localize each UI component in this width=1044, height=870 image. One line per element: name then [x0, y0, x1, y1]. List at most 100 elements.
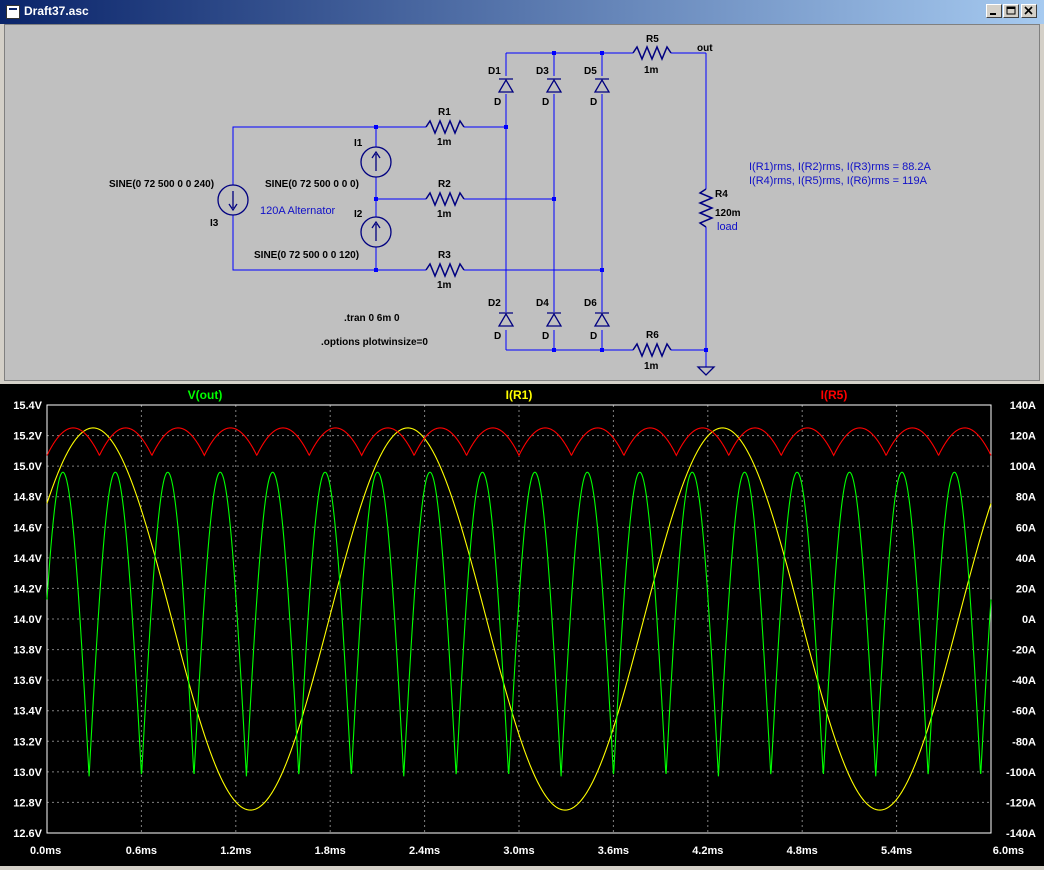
d5-model: D: [590, 97, 597, 108]
right-tick-label: 60A: [1016, 522, 1036, 534]
schematic-editor[interactable]: R1 1m R2 1m R3 1m R5 1m R6 1m R4 120m lo…: [4, 24, 1040, 381]
left-axis-labels: 15.4V15.2V15.0V14.8V14.6V14.4V14.2V14.0V…: [13, 400, 42, 840]
alternator-label: 120A Alternator: [260, 205, 336, 217]
legend-label[interactable]: I(R5): [821, 388, 848, 402]
right-tick-label: -100A: [1006, 767, 1036, 779]
tran-directive[interactable]: .tran 0 6m 0: [344, 313, 400, 324]
x-tick-label: 0.0ms: [30, 845, 61, 857]
left-tick-label: 13.6V: [13, 675, 42, 687]
right-tick-label: 140A: [1010, 400, 1036, 412]
x-tick-label: 4.2ms: [692, 845, 723, 857]
d2-name: D2: [488, 298, 501, 309]
r4-value: 120m: [715, 208, 741, 219]
x-tick-label: 1.2ms: [220, 845, 251, 857]
r1-name: R1: [438, 107, 451, 118]
left-tick-label: 15.0V: [13, 461, 42, 473]
d6-name: D6: [584, 298, 597, 309]
current-source-i1[interactable]: [360, 146, 392, 178]
minimize-button[interactable]: [986, 4, 1002, 18]
maximize-icon: [1006, 6, 1016, 15]
resistor-r1[interactable]: [425, 119, 465, 135]
x-tick-label: 6.0ms: [993, 845, 1024, 857]
maximize-button[interactable]: [1003, 4, 1019, 18]
resistor-r3[interactable]: [425, 262, 465, 278]
diode-d4[interactable]: [545, 312, 563, 327]
i3-value: SINE(0 72 500 0 0 240): [109, 179, 214, 190]
i2-value: SINE(0 72 500 0 0 120): [254, 250, 359, 261]
legend-label[interactable]: I(R1): [506, 388, 533, 402]
waveform-canvas[interactable]: 15.4V15.2V15.0V14.8V14.6V14.4V14.2V14.0V…: [0, 384, 1044, 866]
diode-d2[interactable]: [497, 312, 515, 327]
x-tick-label: 5.4ms: [881, 845, 912, 857]
diode-d5[interactable]: [593, 78, 611, 93]
schematic-canvas[interactable]: R1 1m R2 1m R3 1m R5 1m R6 1m R4 120m lo…: [5, 25, 1039, 380]
plot-traces: [46, 427, 992, 811]
left-tick-label: 13.2V: [13, 736, 42, 748]
right-tick-label: 20A: [1016, 583, 1036, 595]
close-button[interactable]: [1021, 4, 1037, 18]
i1-value: SINE(0 72 500 0 0 0): [265, 179, 359, 190]
current-source-i2[interactable]: [360, 216, 392, 248]
r2-value: 1m: [437, 209, 452, 220]
right-tick-label: -60A: [1012, 706, 1036, 718]
ground-icon[interactable]: [696, 366, 716, 376]
r5-value: 1m: [644, 65, 659, 76]
diode-d1[interactable]: [497, 78, 515, 93]
current-source-i3[interactable]: [217, 184, 249, 216]
x-tick-label: 4.8ms: [787, 845, 818, 857]
resistor-r6[interactable]: [632, 342, 672, 358]
r6-name: R6: [646, 330, 659, 341]
d2-model: D: [494, 331, 501, 342]
legend-label[interactable]: V(out): [188, 388, 223, 402]
d5-name: D5: [584, 66, 597, 77]
junction-dots: [374, 51, 708, 352]
minimize-icon: [990, 13, 996, 15]
left-tick-label: 15.4V: [13, 400, 42, 412]
left-tick-label: 14.8V: [13, 492, 42, 504]
i2-name: I2: [354, 209, 363, 220]
right-tick-label: 40A: [1016, 553, 1036, 565]
d4-name: D4: [536, 298, 549, 309]
x-tick-label: 2.4ms: [409, 845, 440, 857]
window-titlebar[interactable]: Draft37.asc: [0, 0, 1044, 24]
right-tick-label: -120A: [1006, 797, 1036, 809]
trace-v-out: [46, 471, 992, 777]
diode-d6[interactable]: [593, 312, 611, 327]
d1-model: D: [494, 97, 501, 108]
schematic-file-icon: [6, 5, 20, 19]
i1-name: I1: [354, 138, 363, 149]
left-tick-label: 14.4V: [13, 553, 42, 565]
close-icon: [1024, 6, 1033, 15]
x-tick-label: 1.8ms: [315, 845, 346, 857]
left-tick-label: 15.2V: [13, 431, 42, 443]
d1-name: D1: [488, 66, 501, 77]
x-tick-label: 3.6ms: [598, 845, 629, 857]
trace-legend[interactable]: V(out) I(R1) I(R5): [188, 388, 848, 402]
resistor-r2[interactable]: [425, 191, 465, 207]
left-tick-label: 14.0V: [13, 614, 42, 626]
right-tick-label: -80A: [1012, 736, 1036, 748]
x-axis-labels: 0.0ms 0.6ms 1.2ms 1.8ms 2.4ms 3.0ms 3.6ms 4.2ms…: [30, 845, 1024, 857]
x-tick-label: 3.0ms: [503, 845, 534, 857]
resistor-r5[interactable]: [632, 45, 672, 61]
left-tick-label: 13.0V: [13, 767, 42, 779]
resistor-r4[interactable]: [698, 188, 714, 228]
plot-frame: [46, 404, 992, 834]
x-tick-label: 0.6ms: [126, 845, 157, 857]
d3-name: D3: [536, 66, 549, 77]
right-tick-label: -40A: [1012, 675, 1036, 687]
diode-d3[interactable]: [545, 78, 563, 93]
right-tick-label: -140A: [1006, 828, 1036, 840]
r3-name: R3: [438, 250, 451, 261]
options-directive[interactable]: .options plotwinsize=0: [321, 337, 428, 348]
right-tick-label: 80A: [1016, 492, 1036, 504]
r1-value: 1m: [437, 137, 452, 148]
r3-value: 1m: [437, 280, 452, 291]
right-tick-label: -20A: [1012, 645, 1036, 657]
right-tick-label: 100A: [1010, 461, 1036, 473]
plot-grid: [46, 404, 992, 834]
r4-label: load: [717, 221, 738, 233]
left-tick-label: 12.8V: [13, 797, 42, 809]
right-axis-labels: 140A120A100A80A60A40A20A0A-20A-40A-60A-8…: [1006, 400, 1036, 840]
